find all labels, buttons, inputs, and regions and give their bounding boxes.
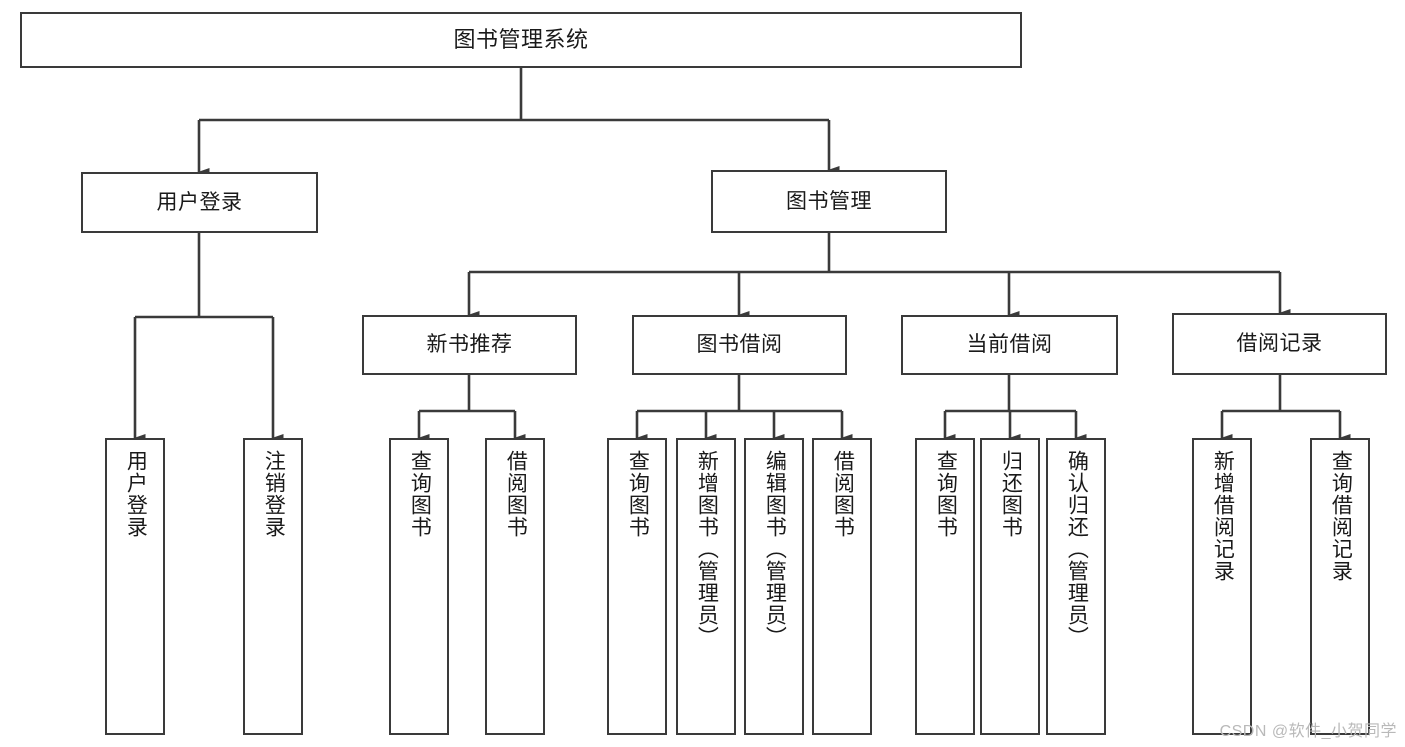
leaf-record-add-record[interactable]: 新增借阅记录 xyxy=(1192,438,1252,735)
leaf-user-login-signin[interactable]: 用户登录 xyxy=(105,438,165,735)
watermark: CSDN @软件_小贺同学 xyxy=(1219,723,1397,740)
node-label: 借阅图书 xyxy=(504,450,528,538)
leaf-user-login-signout[interactable]: 注销登录 xyxy=(243,438,303,735)
node-label: 查询借阅记录 xyxy=(1329,450,1353,582)
node-user-login[interactable]: 用户登录 xyxy=(81,172,318,233)
leaf-recommend-borrow-book[interactable]: 借阅图书 xyxy=(485,438,545,735)
node-label: 归还图书 xyxy=(999,450,1023,538)
node-label: 新增图书（管理员） xyxy=(695,450,719,648)
node-label: 图书管理系统 xyxy=(453,26,589,52)
leaf-current-return-book[interactable]: 归还图书 xyxy=(980,438,1040,735)
leaf-current-confirm-return-admin[interactable]: 确认归还（管理员） xyxy=(1046,438,1106,735)
node-label: 借阅图书 xyxy=(831,450,855,538)
node-root-system[interactable]: 图书管理系统 xyxy=(20,12,1022,68)
leaf-borrow-query-book[interactable]: 查询图书 xyxy=(607,438,667,735)
node-book-borrow[interactable]: 图书借阅 xyxy=(632,315,847,375)
node-label: 图书借阅 xyxy=(696,333,783,357)
leaf-borrow-add-book-admin[interactable]: 新增图书（管理员） xyxy=(676,438,736,735)
node-label: 编辑图书（管理员） xyxy=(763,450,787,648)
node-label: 当前借阅 xyxy=(966,333,1053,357)
node-current-borrow[interactable]: 当前借阅 xyxy=(901,315,1118,375)
node-label: 新增借阅记录 xyxy=(1211,450,1235,582)
node-borrow-record[interactable]: 借阅记录 xyxy=(1172,313,1387,375)
leaf-borrow-edit-book-admin[interactable]: 编辑图书（管理员） xyxy=(744,438,804,735)
node-label: 查询图书 xyxy=(626,450,650,538)
leaf-borrow-borrow-book[interactable]: 借阅图书 xyxy=(812,438,872,735)
node-label: 新书推荐 xyxy=(426,333,513,357)
leaf-current-query-book[interactable]: 查询图书 xyxy=(915,438,975,735)
node-label: 图书管理 xyxy=(786,189,872,213)
node-label: 查询图书 xyxy=(934,450,958,538)
node-label: 注销登录 xyxy=(262,450,286,538)
node-label: 借阅记录 xyxy=(1236,332,1323,356)
node-book-management[interactable]: 图书管理 xyxy=(711,170,947,233)
node-label: 查询图书 xyxy=(408,450,432,538)
node-label: 用户登录 xyxy=(124,450,148,538)
node-new-book-recommend[interactable]: 新书推荐 xyxy=(362,315,577,375)
node-label: 用户登录 xyxy=(156,190,243,214)
leaf-recommend-query-book[interactable]: 查询图书 xyxy=(389,438,449,735)
node-label: 确认归还（管理员） xyxy=(1065,450,1089,648)
leaf-record-query-record[interactable]: 查询借阅记录 xyxy=(1310,438,1370,735)
